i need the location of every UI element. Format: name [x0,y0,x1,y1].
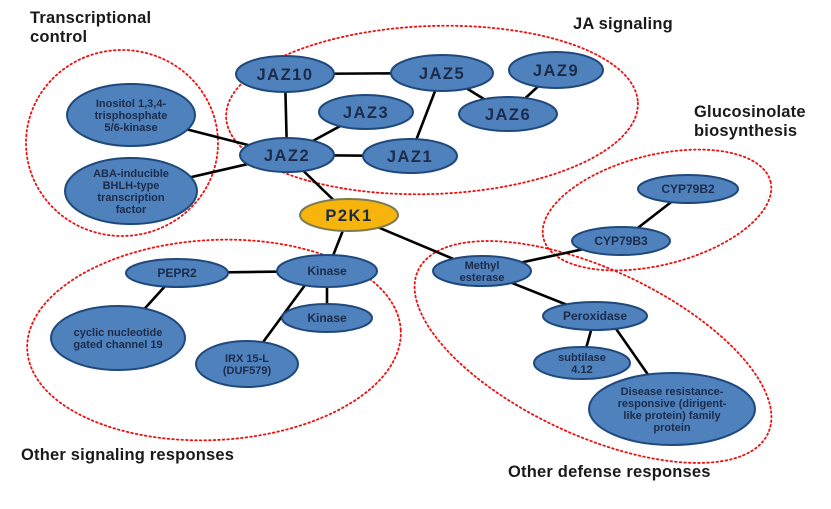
node-label: P2K1 [325,207,372,225]
node-shape [125,258,229,288]
node-label: JAZ10 [256,66,313,84]
node-shape [50,305,186,371]
node-jaz6: JAZ6 [458,96,558,132]
cluster-outline-transcriptional-control [25,49,219,237]
node-shape [432,255,532,287]
cluster-outline-glucosinolate-biosynthesis [541,148,773,272]
node-shape [66,83,196,147]
node-shape [508,51,604,89]
node-shape [64,157,198,225]
node-irx15l: IRX 15-L(DUF579) [195,340,299,388]
node-shape [362,138,458,174]
node-label: JAZ5 [419,65,465,83]
node-shape [458,96,558,132]
node-shape [571,226,671,256]
node-label: Kinase [307,264,347,278]
node-jaz3: JAZ3 [318,94,414,130]
node-jaz9: JAZ9 [508,51,604,89]
node-label: CYP79B3 [594,234,648,248]
node-label: Peroxidase [563,309,627,323]
node-shape [542,301,648,331]
node-label: PEPR2 [157,266,197,280]
node-shape [299,198,399,232]
node-shape [281,303,373,333]
cluster-outline-other-signaling-responses [26,238,402,442]
cluster-label-ja-signaling: JA signaling [573,15,673,33]
node-label: Disease resistance-responsive (dirigent-… [618,386,727,434]
node-jaz2: JAZ2 [239,137,335,173]
node-kinase-upper: Kinase [276,254,378,288]
node-p2k1: P2K1 [299,198,399,232]
node-shape [318,94,414,130]
cluster-label-other-defense-responses: Other defense responses [508,463,711,481]
node-label: JAZ2 [264,147,310,165]
node-jaz5: JAZ5 [390,54,494,92]
node-label: JAZ9 [533,62,579,80]
node-label: Kinase [307,311,347,325]
node-jaz10: JAZ10 [235,55,335,93]
node-label: CYP79B2 [661,182,715,196]
cluster-outline-ja-signaling [225,24,639,196]
node-shape [588,372,756,446]
node-shape [276,254,378,288]
node-shape [239,137,335,173]
node-peroxidase: Peroxidase [542,301,648,331]
node-jaz1: JAZ1 [362,138,458,174]
node-shape [235,55,335,93]
node-label: JAZ1 [387,148,433,166]
cluster-outline-other-defense-responses [413,240,773,464]
node-pepr2: PEPR2 [125,258,229,288]
node-kinase-lower: Kinase [281,303,373,333]
cluster-label-other-signaling-responses: Other signaling responses [21,446,234,464]
node-cyp79b3: CYP79B3 [571,226,671,256]
node-label: JAZ6 [485,106,531,124]
node-dirigent: Disease resistance-responsive (dirigent-… [588,372,756,446]
node-label: JAZ3 [343,104,389,122]
node-shape [533,346,631,380]
node-label: IRX 15-L(DUF579) [223,353,272,377]
node-shape [637,174,739,204]
node-shape [195,340,299,388]
node-cyp79b2: CYP79B2 [637,174,739,204]
node-shape [390,54,494,92]
